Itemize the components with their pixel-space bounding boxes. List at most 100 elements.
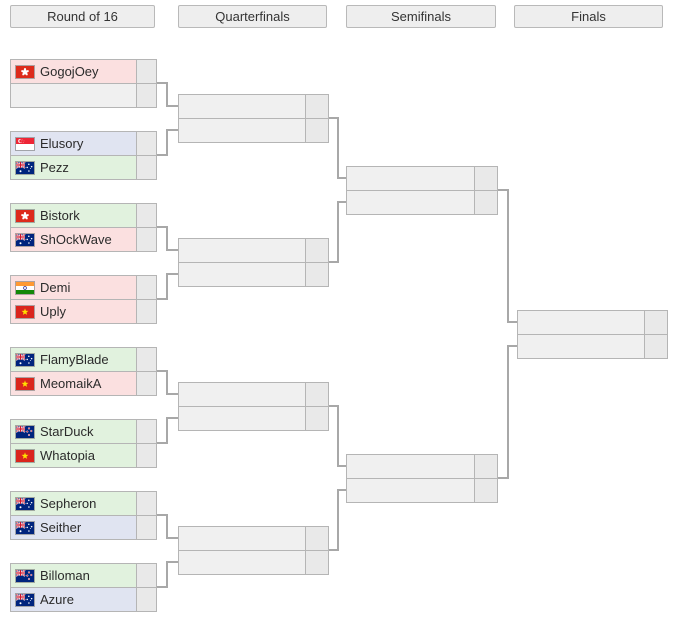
score-box [136, 132, 156, 155]
bracket-slot-empty [179, 550, 328, 574]
round-header-semifinals: Semifinals [346, 5, 496, 28]
score-box [136, 348, 156, 371]
match-quarterfinals-2 [178, 238, 329, 287]
flag-icon-nz [16, 425, 34, 438]
bracket-slot-shockwave[interactable]: ShOckWave [11, 227, 156, 251]
player-name: Sepheron [40, 496, 97, 511]
flag-icon-au [16, 521, 34, 534]
bracket-connector [327, 549, 338, 551]
bracket-connector [167, 537, 178, 539]
bracket-connector [337, 405, 339, 467]
bracket-slot-empty [347, 455, 497, 478]
round-header-round-of-16: Round of 16 [10, 5, 155, 28]
bracket-slot-uply[interactable]: Uply [11, 299, 156, 323]
bracket-connector [155, 298, 167, 300]
flag-icon-hk [16, 209, 34, 222]
bracket-connector [155, 154, 167, 156]
match-quarterfinals-4 [178, 526, 329, 575]
player-name: Elusory [40, 136, 84, 151]
bracket-slot-billoman[interactable]: Billoman [11, 564, 156, 587]
bracket-slot-azure[interactable]: Azure [11, 587, 156, 611]
bracket-slot-bistork[interactable]: Bistork [11, 204, 156, 227]
bracket-slot-starduck[interactable]: StarDuck [11, 420, 156, 443]
bracket-slot-sepheron[interactable]: Sepheron [11, 492, 156, 515]
bracket-connector [166, 129, 168, 156]
bracket-slot-demi[interactable]: Demi [11, 276, 156, 299]
player-name: Billoman [40, 568, 90, 583]
score-box [136, 60, 156, 83]
bracket-connector [338, 465, 346, 467]
bracket-connector [166, 273, 168, 300]
score-box [136, 444, 156, 467]
score-box [474, 455, 497, 478]
bracket-slot-seither[interactable]: Seither [11, 515, 156, 539]
flag-icon-au [16, 497, 34, 510]
score-box [136, 300, 156, 323]
bracket-slot-pezz[interactable]: Pezz [11, 155, 156, 179]
player-name: MeomaikA [40, 376, 102, 391]
player-name: FlamyBlade [40, 352, 109, 367]
bracket-connector [166, 514, 168, 539]
bracket-connector [155, 586, 167, 588]
bracket-slot-flamyblade[interactable]: FlamyBlade [11, 348, 156, 371]
bracket-connector [337, 489, 339, 551]
bracket-connector [327, 261, 338, 263]
bracket-slot-empty [11, 83, 156, 107]
bracket-connector [496, 477, 508, 479]
match-semifinals-2 [346, 454, 498, 503]
score-box [136, 276, 156, 299]
match-quarterfinals-3 [178, 382, 329, 431]
score-box [305, 95, 328, 118]
bracket-slot-meomaika[interactable]: MeomaikA [11, 371, 156, 395]
score-box [136, 84, 156, 107]
bracket-connector [508, 321, 517, 323]
bracket-slot-empty [347, 167, 497, 190]
score-box [474, 191, 497, 214]
player-name: Whatopia [40, 448, 95, 463]
score-box [474, 167, 497, 190]
bracket-slot-elusory[interactable]: Elusory [11, 132, 156, 155]
score-box [136, 588, 156, 611]
score-box [136, 156, 156, 179]
score-box [305, 407, 328, 430]
bracket-connector [507, 189, 509, 323]
bracket-connector [167, 273, 178, 275]
bracket-slot-empty [179, 95, 328, 118]
bracket-slot-gogojoey[interactable]: GogojOey [11, 60, 156, 83]
bracket-connector [167, 417, 178, 419]
bracket-connector [167, 129, 178, 131]
player-name: GogojOey [40, 64, 99, 79]
bracket-slot-empty [518, 311, 667, 334]
player-name: ShOckWave [40, 232, 112, 247]
bracket-connector [167, 249, 178, 251]
bracket-slot-whatopia[interactable]: Whatopia [11, 443, 156, 467]
match-quarterfinals-1 [178, 94, 329, 143]
bracket-connector [327, 117, 338, 119]
score-box [305, 551, 328, 574]
bracket-connector [167, 393, 178, 395]
bracket-connector [166, 561, 168, 588]
flag-icon-vn [16, 377, 34, 390]
flag-icon-au [16, 233, 34, 246]
bracket-connector [337, 117, 339, 179]
flag-icon-au [16, 593, 34, 606]
bracket-connector [155, 370, 167, 372]
bracket-connector [337, 201, 339, 263]
bracket-connector [155, 82, 167, 84]
bracket-connector [508, 345, 517, 347]
player-name: Azure [40, 592, 74, 607]
bracket-slot-empty [347, 190, 497, 214]
score-box [136, 564, 156, 587]
player-name: StarDuck [40, 424, 94, 439]
player-name: Bistork [40, 208, 80, 223]
match-semifinals-1 [346, 166, 498, 215]
player-name: Uply [40, 304, 67, 319]
bracket-connector [167, 561, 178, 563]
score-box [305, 263, 328, 286]
bracket-connector [155, 442, 167, 444]
